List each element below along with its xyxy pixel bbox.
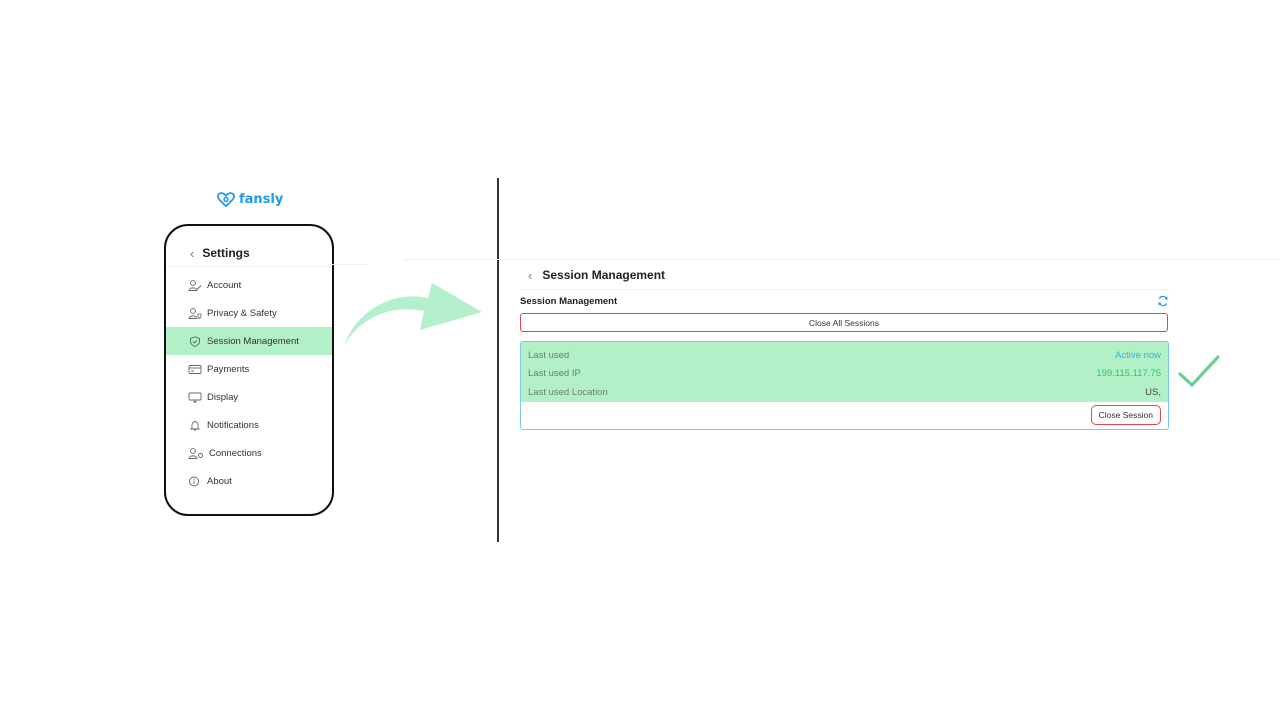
last-ip-label: Last used IP xyxy=(528,368,581,380)
fansly-logo: fansly xyxy=(217,192,283,207)
menu-item-privacy-safety[interactable]: Privacy & Safety xyxy=(166,299,332,327)
close-session-button[interactable]: Close Session xyxy=(1090,405,1161,425)
menu-item-notifications[interactable]: Notifications xyxy=(166,411,332,439)
menu-item-label: Payments xyxy=(207,363,250,375)
last-used-value: Active now xyxy=(1115,349,1161,361)
divider xyxy=(404,259,1280,260)
credit-card-icon xyxy=(188,364,202,374)
session-row-last-location: Last used Location US, xyxy=(521,383,1168,402)
session-row-last-used: Last used Active now xyxy=(521,346,1168,365)
back-chevron-icon[interactable]: ‹ xyxy=(528,267,533,283)
session-details: Last used Active now Last used IP 199.11… xyxy=(521,342,1168,402)
menu-item-label: Session Management xyxy=(207,335,299,347)
menu-item-label: Notifications xyxy=(207,419,259,431)
last-location-value: US, xyxy=(1145,386,1161,398)
user-edit-icon xyxy=(188,279,202,291)
logo-text: fansly xyxy=(239,192,284,207)
divider xyxy=(330,264,368,265)
menu-item-label: Connections xyxy=(209,447,262,459)
back-chevron-icon[interactable]: ‹ xyxy=(190,245,195,261)
menu-item-label: Privacy & Safety xyxy=(207,307,277,319)
heart-logo-icon xyxy=(217,192,235,207)
user-link-icon xyxy=(188,447,203,459)
menu-item-label: Display xyxy=(207,391,239,403)
session-page-header: ‹ Session Management xyxy=(528,268,665,282)
checkmark-icon xyxy=(1178,355,1220,387)
section-title: Session Management xyxy=(520,296,618,307)
close-all-sessions-button[interactable]: Close All Sessions xyxy=(520,313,1168,332)
menu-item-label: Account xyxy=(207,279,242,291)
user-shield-icon xyxy=(188,307,202,319)
shield-check-icon xyxy=(190,335,200,347)
divider xyxy=(166,266,332,267)
settings-title: Settings xyxy=(202,246,250,260)
refresh-icon[interactable] xyxy=(1157,295,1169,307)
menu-item-payments[interactable]: Payments xyxy=(166,355,332,383)
menu-item-connections[interactable]: Connections xyxy=(166,439,332,467)
last-location-label: Last used Location xyxy=(528,386,608,398)
session-row-last-ip: Last used IP 199.115.117.75 xyxy=(521,365,1168,384)
session-card: Last used Active now Last used IP 199.11… xyxy=(520,341,1169,430)
vertical-divider xyxy=(497,178,499,542)
last-used-label: Last used xyxy=(528,349,570,361)
settings-panel: ‹ Settings Account Privacy & Safety xyxy=(164,224,334,516)
info-icon xyxy=(189,476,199,486)
menu-item-session-management[interactable]: Session Management xyxy=(166,327,332,355)
page-title: Session Management xyxy=(542,268,666,282)
curved-arrow-icon xyxy=(344,283,482,346)
last-ip-value: 199.115.117.75 xyxy=(1096,368,1161,380)
settings-menu: Account Privacy & Safety Session Managem… xyxy=(166,271,332,495)
bell-icon xyxy=(189,420,201,430)
settings-header: ‹ Settings xyxy=(190,246,250,260)
monitor-icon xyxy=(188,392,202,402)
menu-item-display[interactable]: Display xyxy=(166,383,332,411)
menu-item-about[interactable]: About xyxy=(166,467,332,495)
divider xyxy=(520,289,1170,290)
menu-item-account[interactable]: Account xyxy=(166,271,332,299)
menu-item-label: About xyxy=(207,475,232,487)
